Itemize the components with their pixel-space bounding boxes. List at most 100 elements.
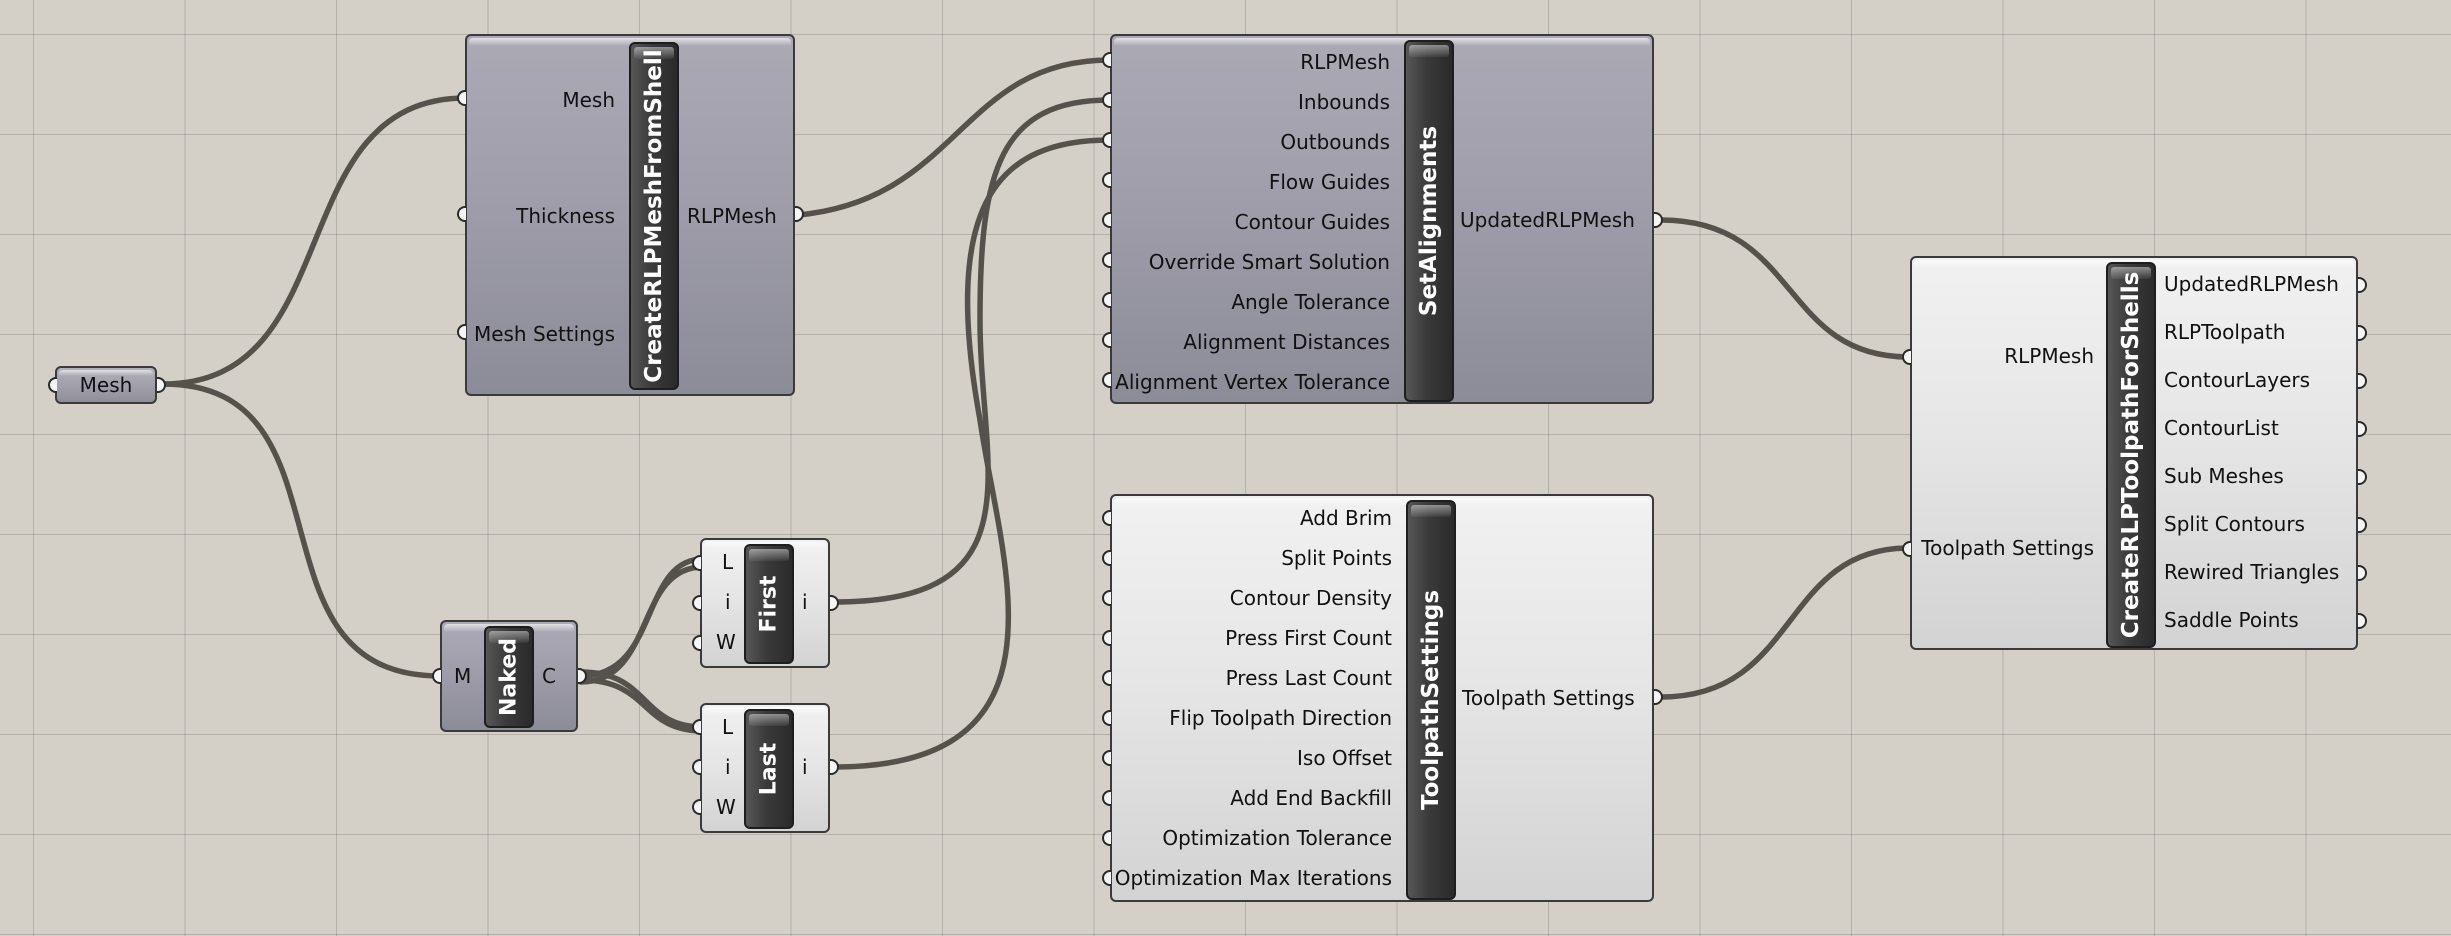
toolpath-settings-input-contour-density-grip[interactable] bbox=[1102, 590, 1111, 606]
first-component[interactable]: First L i W i bbox=[700, 538, 830, 668]
create-rlp-mesh-from-shell-title-bar[interactable]: CreateRLPMeshFromShell bbox=[629, 42, 679, 390]
wire-create-shell-to-set-alignments bbox=[795, 57, 1113, 218]
toolpath-settings-input-flip-toolpath-direction-grip[interactable] bbox=[1102, 710, 1111, 726]
set-alignments-title-bar[interactable]: SetAlignments bbox=[1404, 40, 1454, 402]
wire-toolpath-settings-to-create-toolpath bbox=[1658, 545, 1912, 700]
create-toolpath-output-contour-layers-label: ContourLayers bbox=[2164, 368, 2311, 392]
naked-component[interactable]: Naked M C bbox=[440, 620, 578, 732]
toolpath-settings-input-add-end-backfill-label: Add End Backfill bbox=[1230, 786, 1392, 810]
set-alignments-input-alignment-distances-grip[interactable] bbox=[1102, 332, 1111, 348]
create-toolpath-input-rlpmesh-grip[interactable] bbox=[1902, 349, 1911, 365]
set-alignments-output-updated-rlpmesh-grip[interactable] bbox=[1654, 212, 1663, 228]
last-input-l-grip[interactable] bbox=[692, 719, 701, 735]
toolpath-settings-input-optimization-max-iterations-label: Optimization Max Iterations bbox=[1114, 866, 1392, 890]
naked-output-c-label: C bbox=[542, 664, 556, 688]
toolpath-settings-output-toolpath-settings-label: Toolpath Settings bbox=[1462, 686, 1635, 710]
set-alignments-component[interactable]: SetAlignments RLPMesh Inbounds Outbounds… bbox=[1110, 34, 1654, 404]
last-title: Last bbox=[756, 742, 782, 796]
create-toolpath-output-split-contours-grip[interactable] bbox=[2358, 517, 2367, 533]
create-rlp-toolpath-for-shells-component[interactable]: CreateRLPToolpathForShells RLPMesh Toolp… bbox=[1910, 256, 2358, 650]
naked-input-m-grip[interactable] bbox=[432, 668, 441, 684]
first-input-l-grip[interactable] bbox=[692, 555, 701, 571]
last-component[interactable]: Last L i W i bbox=[700, 703, 830, 833]
mesh-parameter-label: Mesh bbox=[79, 373, 133, 397]
create-shell-input-thickness-grip[interactable] bbox=[457, 206, 466, 222]
toolpath-settings-title-bar[interactable]: ToolpathSettings bbox=[1406, 500, 1456, 900]
create-toolpath-input-toolpath-settings-grip[interactable] bbox=[1902, 541, 1911, 557]
set-alignments-input-contour-guides-label: Contour Guides bbox=[1234, 210, 1390, 234]
toolpath-settings-input-optimization-max-iterations-grip[interactable] bbox=[1102, 870, 1111, 886]
toolpath-settings-input-add-brim-grip[interactable] bbox=[1102, 510, 1111, 526]
create-toolpath-output-contour-layers-grip[interactable] bbox=[2358, 373, 2367, 389]
create-shell-input-mesh-settings-grip[interactable] bbox=[457, 324, 466, 340]
mesh-parameter-output-grip[interactable] bbox=[157, 377, 166, 393]
set-alignments-input-angle-tolerance-label: Angle Tolerance bbox=[1231, 290, 1390, 314]
last-input-i-grip[interactable] bbox=[692, 759, 701, 775]
first-title: First bbox=[756, 575, 782, 633]
toolpath-settings-input-add-end-backfill-grip[interactable] bbox=[1102, 790, 1111, 806]
toolpath-settings-component[interactable]: ToolpathSettings Add Brim Split Points C… bbox=[1110, 494, 1654, 902]
set-alignments-title: SetAlignments bbox=[1416, 125, 1442, 317]
first-input-i-grip[interactable] bbox=[692, 595, 701, 611]
last-input-l-label: L bbox=[722, 715, 734, 739]
create-rlp-mesh-from-shell-component[interactable]: CreateRLPMeshFromShell Mesh Thickness Me… bbox=[465, 34, 795, 396]
toolpath-settings-input-iso-offset-grip[interactable] bbox=[1102, 750, 1111, 766]
set-alignments-input-inbounds-grip[interactable] bbox=[1102, 92, 1111, 108]
create-rlp-toolpath-for-shells-title: CreateRLPToolpathForShells bbox=[2118, 271, 2144, 639]
toolpath-settings-output-toolpath-settings-grip[interactable] bbox=[1654, 689, 1663, 705]
toolpath-settings-input-split-points-grip[interactable] bbox=[1102, 550, 1111, 566]
create-toolpath-output-updated-rlpmesh-grip[interactable] bbox=[2358, 277, 2367, 293]
toolpath-settings-input-press-last-count-grip[interactable] bbox=[1102, 670, 1111, 686]
mesh-parameter-input-grip[interactable] bbox=[48, 377, 57, 393]
mesh-parameter[interactable]: Mesh bbox=[55, 366, 157, 404]
set-alignments-input-outbounds-grip[interactable] bbox=[1102, 132, 1111, 148]
create-toolpath-output-contour-list-grip[interactable] bbox=[2358, 421, 2367, 437]
set-alignments-input-contour-guides-grip[interactable] bbox=[1102, 212, 1111, 228]
first-input-w-grip[interactable] bbox=[692, 635, 701, 651]
create-shell-input-mesh-grip[interactable] bbox=[457, 90, 466, 106]
naked-input-m-label: M bbox=[454, 664, 472, 688]
set-alignments-input-alignment-vertex-tolerance-grip[interactable] bbox=[1102, 372, 1111, 388]
last-title-bar[interactable]: Last bbox=[744, 709, 794, 829]
first-output-i-grip[interactable] bbox=[830, 595, 839, 611]
last-output-i-label: i bbox=[802, 755, 808, 779]
set-alignments-input-rlpmesh-grip[interactable] bbox=[1102, 52, 1111, 68]
set-alignments-input-override-smart-solution-label: Override Smart Solution bbox=[1148, 250, 1390, 274]
set-alignments-input-rlpmesh-label: RLPMesh bbox=[1300, 50, 1390, 74]
toolpath-settings-input-press-last-count-label: Press Last Count bbox=[1225, 666, 1392, 690]
create-toolpath-output-saddle-points-grip[interactable] bbox=[2358, 613, 2367, 629]
toolpath-settings-input-press-first-count-grip[interactable] bbox=[1102, 630, 1111, 646]
last-input-w-label: W bbox=[716, 795, 736, 819]
wire-last-to-outbounds bbox=[831, 137, 1113, 770]
toolpath-settings-input-press-first-count-label: Press First Count bbox=[1225, 626, 1392, 650]
set-alignments-input-override-smart-solution-grip[interactable] bbox=[1102, 252, 1111, 268]
create-shell-output-rlpmesh-grip[interactable] bbox=[795, 206, 804, 222]
create-toolpath-output-rewired-triangles-label: Rewired Triangles bbox=[2164, 560, 2340, 584]
create-toolpath-output-contour-list-label: ContourList bbox=[2164, 416, 2279, 440]
last-output-i-grip[interactable] bbox=[830, 759, 839, 775]
wire-mesh-to-create-shell bbox=[160, 95, 469, 387]
naked-output-c-grip[interactable] bbox=[578, 668, 587, 684]
wire-naked-to-first bbox=[578, 556, 706, 679]
toolpath-settings-input-contour-density-label: Contour Density bbox=[1229, 586, 1392, 610]
toolpath-settings-input-optimization-tolerance-grip[interactable] bbox=[1102, 830, 1111, 846]
create-toolpath-output-rewired-triangles-grip[interactable] bbox=[2358, 565, 2367, 581]
set-alignments-output-updated-rlpmesh-label: UpdatedRLPMesh bbox=[1460, 208, 1635, 232]
create-shell-input-mesh-settings-label: Mesh Settings bbox=[473, 322, 615, 346]
set-alignments-input-angle-tolerance-grip[interactable] bbox=[1102, 292, 1111, 308]
toolpath-settings-input-split-points-label: Split Points bbox=[1281, 546, 1392, 570]
set-alignments-input-flow-guides-grip[interactable] bbox=[1102, 172, 1111, 188]
set-alignments-input-alignment-distances-label: Alignment Distances bbox=[1183, 330, 1390, 354]
create-shell-output-rlpmesh-label: RLPMesh bbox=[687, 204, 777, 228]
set-alignments-input-inbounds-label: Inbounds bbox=[1298, 90, 1390, 114]
create-toolpath-output-rlptoolpath-grip[interactable] bbox=[2358, 325, 2367, 341]
wire-naked-to-first-alt bbox=[578, 564, 706, 685]
naked-title: Naked bbox=[496, 638, 522, 716]
create-toolpath-output-split-contours-label: Split Contours bbox=[2164, 512, 2305, 536]
last-input-w-grip[interactable] bbox=[692, 799, 701, 815]
create-rlp-toolpath-for-shells-title-bar[interactable]: CreateRLPToolpathForShells bbox=[2106, 262, 2156, 648]
first-title-bar[interactable]: First bbox=[744, 544, 794, 664]
wire-first-to-inbounds bbox=[831, 97, 1113, 605]
create-toolpath-output-sub-meshes-grip[interactable] bbox=[2358, 469, 2367, 485]
naked-title-bar[interactable]: Naked bbox=[484, 626, 534, 728]
